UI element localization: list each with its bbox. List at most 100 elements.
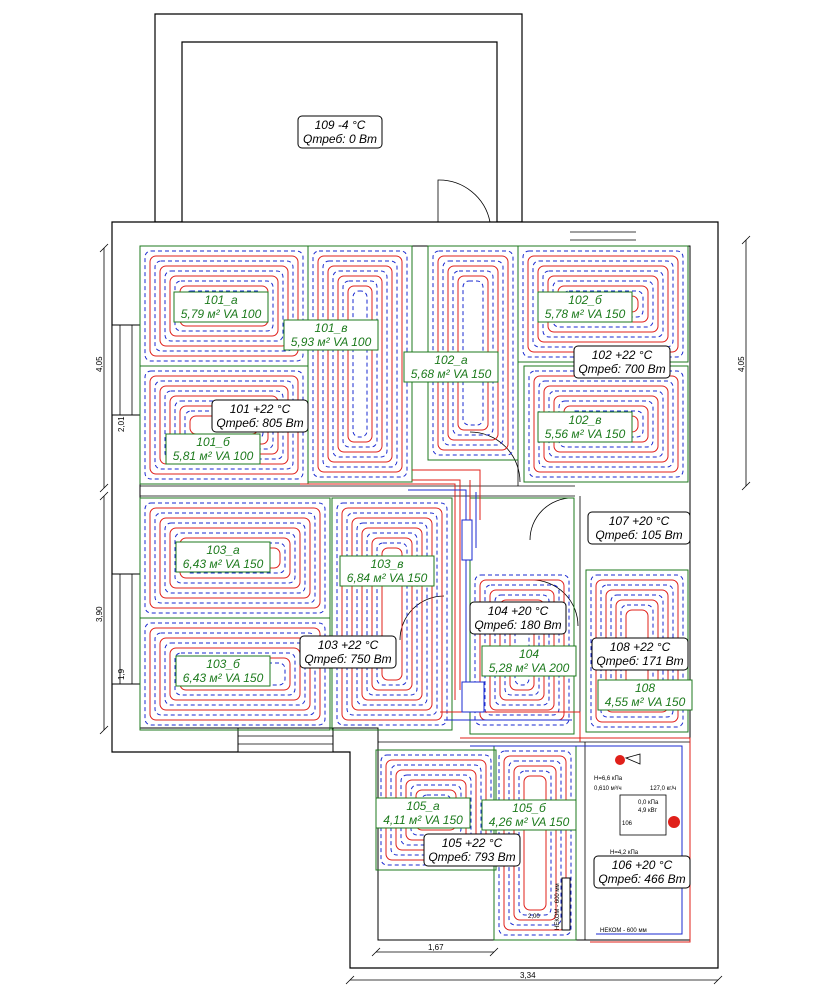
loop-label-102b: 102_б 5,78 м² VA 150 (537, 291, 633, 323)
svg-text:6,84 м² VA 150: 6,84 м² VA 150 (347, 571, 428, 585)
loop-label-103a: 103_а 6,43 м² VA 150 (175, 541, 271, 573)
dimension-lines (99, 235, 751, 985)
loop-label-105a: 105_а 4,11 м² VA 150 (375, 797, 471, 829)
dim-left-upper: 4,05 (95, 356, 104, 372)
loop-label-108: 108 4,55 м² VA 150 (597, 679, 693, 711)
supply-loop-ring (159, 517, 311, 599)
return-loop-ring (144, 250, 304, 362)
svg-text:Qтреб: 180 Вт: Qтреб: 180 Вт (474, 618, 561, 632)
room-label-103: 103 +22 °C Qтреб: 750 Вт (299, 635, 397, 669)
svg-text:102 +22 °C: 102 +22 °C (592, 348, 653, 362)
room-label-108: 108 +22 °C Qтреб: 171 Вт (591, 637, 689, 671)
dimension-labels: 4,05 2,01 3,90 1,9 4,05 1,67 3,34 2,00 (95, 356, 746, 980)
boiler-head: H=6,6 кПа (594, 776, 623, 782)
room-label-102: 102 +22 °C Qтреб: 700 Вт (573, 345, 671, 379)
svg-text:101_в: 101_в (315, 321, 348, 335)
return-loop-ring (144, 502, 326, 614)
supply-loop-ring (169, 647, 301, 701)
dim-left-lower-small: 1,9 (117, 668, 126, 680)
return-loop-ring (322, 260, 398, 468)
svg-text:108 +22 °C: 108 +22 °C (610, 640, 671, 654)
return-loop-ring (538, 380, 674, 468)
manifold-upper (461, 519, 473, 561)
loop-label-101v: 101_в 5,93 м² VA 100 (283, 319, 379, 351)
dim-left-upper-small: 2,01 (117, 416, 126, 432)
loop-label-102v: 102_в 5,56 м² VA 150 (537, 411, 633, 443)
supply-loop-ring (351, 517, 433, 711)
svg-text:Qтреб: 750 Вт: Qтреб: 750 Вт (304, 652, 391, 666)
room-label-101: 101 +22 °C Qтреб: 805 Вт (211, 399, 309, 433)
loop-label-105b: 105_б 4,26 м² VA 150 (481, 799, 577, 831)
dim-200: 2,00 (528, 914, 540, 920)
return-loop-ring (174, 532, 296, 584)
supply-loop-ring (149, 507, 321, 609)
svg-text:109 -4 °C: 109 -4 °C (315, 118, 366, 132)
return-loop-ring (342, 280, 378, 448)
svg-text:5,28 м² VA 200: 5,28 м² VA 200 (489, 661, 570, 675)
dim-right: 4,05 (737, 356, 746, 372)
dim-bottom-b: 3,34 (520, 971, 536, 980)
return-loop-ring (532, 260, 674, 348)
room-label-105: 105 +22 °C Qтреб: 793 Вт (423, 833, 521, 867)
svg-text:102_в: 102_в (569, 413, 602, 427)
svg-text:Qтреб: 0 Вт: Qтреб: 0 Вт (303, 132, 377, 146)
supply-loop-ring (371, 537, 413, 691)
loop-labels: 101_а 5,79 м² VA 100 101_в 5,93 м² VA 10… (165, 291, 693, 831)
dim-left-lower: 3,90 (95, 606, 104, 622)
supply-loop-ring (341, 507, 443, 721)
manifold-pipe-label: НЕКОМ - 600 мм (555, 883, 561, 930)
svg-text:4,11 м² VA 150: 4,11 м² VA 150 (383, 813, 463, 827)
boiler-flow: 0,610 м³/ч (594, 786, 622, 792)
return-loop-ring (154, 512, 316, 604)
return-loop-ring (558, 400, 654, 448)
room-label-104: 104 +20 °C Qтреб: 180 Вт (469, 601, 567, 635)
svg-text:106 +20 °C: 106 +20 °C (612, 858, 673, 872)
loop-label-101b: 101_б 5,81 м² VA 100 (165, 433, 261, 465)
supply-loop-ring (361, 527, 423, 701)
svg-text:4,55 м² VA 150: 4,55 м² VA 150 (605, 695, 686, 709)
supply-loop-ring (347, 285, 373, 443)
supply-loop-ring (159, 265, 289, 347)
loop-label-103b: 103_б 6,43 м² VA 150 (175, 655, 271, 687)
svg-text:Qтреб: 171 Вт: Qтреб: 171 Вт (596, 654, 683, 668)
return-loop-ring (332, 270, 388, 458)
svg-text:103 +22 °C: 103 +22 °C (318, 638, 379, 652)
svg-text:Qтреб: 700 Вт: Qтреб: 700 Вт (578, 362, 665, 376)
return-loop-ring (346, 512, 438, 716)
svg-text:103_в: 103_в (371, 557, 404, 571)
return-loop-ring (356, 522, 428, 706)
loop-label-101a: 101_а 5,79 м² VA 100 (173, 291, 269, 323)
return-loop-ring (164, 270, 284, 342)
supply-loop-ring (337, 275, 383, 453)
return-loop-ring (154, 260, 294, 352)
room-label-106: 106 +20 °C Qтреб: 466 Вт (593, 855, 691, 889)
svg-text:5,81 м² VA 100: 5,81 м² VA 100 (173, 449, 254, 463)
supply-loop-ring (327, 265, 393, 463)
supply-loop-ring (381, 547, 403, 681)
svg-text:5,79 м² VA 100: 5,79 м² VA 100 (181, 307, 262, 321)
svg-text:103_а: 103_а (206, 543, 240, 557)
return-loop-ring (484, 584, 560, 716)
supply-pipes (300, 469, 691, 943)
dim-bottom-a: 1,67 (428, 943, 444, 952)
boiler-p2: 4,9 кВт (638, 808, 657, 814)
svg-text:Qтреб: 466 Вт: Qтреб: 466 Вт (598, 872, 685, 886)
return-loop-ring (174, 652, 296, 696)
svg-text:5,68 м² VA 150: 5,68 м² VA 150 (411, 367, 492, 381)
svg-text:5,78 м² VA 150: 5,78 м² VA 150 (545, 307, 626, 321)
return-loop-ring (144, 622, 326, 726)
supply-loop-ring (149, 255, 299, 357)
svg-text:108: 108 (635, 681, 655, 695)
svg-text:101_а: 101_а (204, 293, 238, 307)
return-loop-ring (498, 750, 572, 936)
svg-text:Qтреб: 805 Вт: Qтреб: 805 Вт (216, 416, 303, 430)
return-loop-ring (548, 390, 664, 458)
svg-text:Qтреб: 793 Вт: Qтреб: 793 Вт (428, 850, 515, 864)
supply-loop-ring (169, 275, 279, 337)
room-labels: 109 -4 °C Qтреб: 0 Вт 102 +22 °C Qтреб: … (211, 115, 691, 889)
svg-text:103_б: 103_б (206, 657, 241, 671)
svg-text:105 +22 °C: 105 +22 °C (442, 836, 503, 850)
loop-label-102a: 102_а 5,68 м² VA 150 (403, 351, 499, 383)
supply-loop-ring (159, 637, 311, 711)
